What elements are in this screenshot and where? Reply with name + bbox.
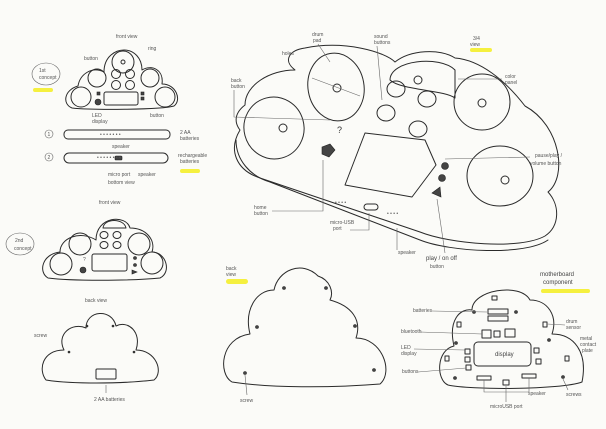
label: view [226,272,236,278]
concept1-tag-bubble [31,62,61,86]
label: holes [282,51,294,57]
concept2-front-view: front view 2nd concept ? back view screw… [5,200,167,403]
concept1-side-view-2 [63,152,169,164]
highlight-mark [33,88,53,92]
label: button [254,211,268,217]
label: button [231,84,245,90]
label: batteries [180,136,200,142]
label: 2 [48,155,51,161]
label: ring [148,46,157,52]
label: micro-USB [330,220,355,226]
label: port [333,226,342,232]
label: plate [582,348,593,354]
label: microUSB port [490,404,523,410]
speaker-holes: • • • • [335,200,346,206]
play-button-icon [431,186,442,198]
label: view [470,42,480,48]
label: metal [580,336,592,342]
concept1-front-view: front view 1st concept button ring LED d… [31,34,207,186]
label: sound [374,34,388,40]
concept1-tag: 1st [39,68,46,74]
three-quarter-view: 3/4 view ? • • • • • • • • drum pad hole… [231,32,563,270]
label: 2 AA batteries [94,397,125,403]
concept1-title: front view [116,34,138,40]
label: screws [566,392,582,398]
label: LED [92,113,102,119]
label: screw [240,398,253,404]
back-button-icon: ? [337,125,342,135]
label: 1 [48,132,51,138]
label: play / on off [426,256,457,262]
svg-text:?: ? [83,257,86,263]
label: display [401,351,417,357]
concept1-tag: concept [39,75,57,81]
label: batteries [180,159,200,165]
label: speaker [398,250,416,256]
label: button [84,56,98,62]
label: back view [85,298,107,304]
concept1-body [65,49,178,110]
label: panel [505,80,517,86]
home-button-icon [321,143,336,158]
speaker-holes: • • • • • • • [100,132,121,138]
label: button [150,113,164,119]
label: buttons [402,369,419,375]
label: micro port [108,172,131,178]
label: home [254,205,267,211]
highlight-mark [470,48,492,52]
label: 3/4 [473,36,480,42]
label: pause/play / [535,153,563,159]
back-view: back view screw [223,266,387,404]
speaker-holes: • • • • • • • • [97,155,121,161]
label: color [505,74,516,80]
label: display [495,352,514,358]
label: buttons [374,40,391,46]
label: screw [34,333,47,339]
motherboard-component: motherboard component display batteries … [401,272,597,410]
label: back [226,266,237,272]
label: drum [312,32,323,38]
label: button [430,264,444,270]
label: 2 AA [180,130,191,136]
label: back [231,78,242,84]
label: LED [401,345,411,351]
label: front view [99,200,121,206]
highlight-mark [541,289,590,293]
label: 2nd [15,238,24,244]
speaker-holes: • • • • [387,211,398,217]
label: speaker [112,144,130,150]
label: volume button [530,161,562,167]
label: concept [14,246,32,252]
highlight-mark [226,279,248,284]
label: speaker [138,172,156,178]
label: display [92,119,108,125]
label: speaker [528,391,546,397]
concept1-display [103,91,139,106]
label: rechargeable [178,153,207,159]
concept1-side-view-1 [63,129,171,140]
label: component [543,280,573,286]
highlight-mark [180,169,200,173]
label: motherboard [540,272,574,278]
label: bottom view [108,180,135,186]
label: drum [566,319,577,325]
label: contact [580,342,597,348]
label: pad [313,38,322,44]
label: batteries [413,308,433,314]
label: sensor [566,325,581,331]
label: bluetooth [401,329,422,335]
concept2-back-body [41,313,159,384]
